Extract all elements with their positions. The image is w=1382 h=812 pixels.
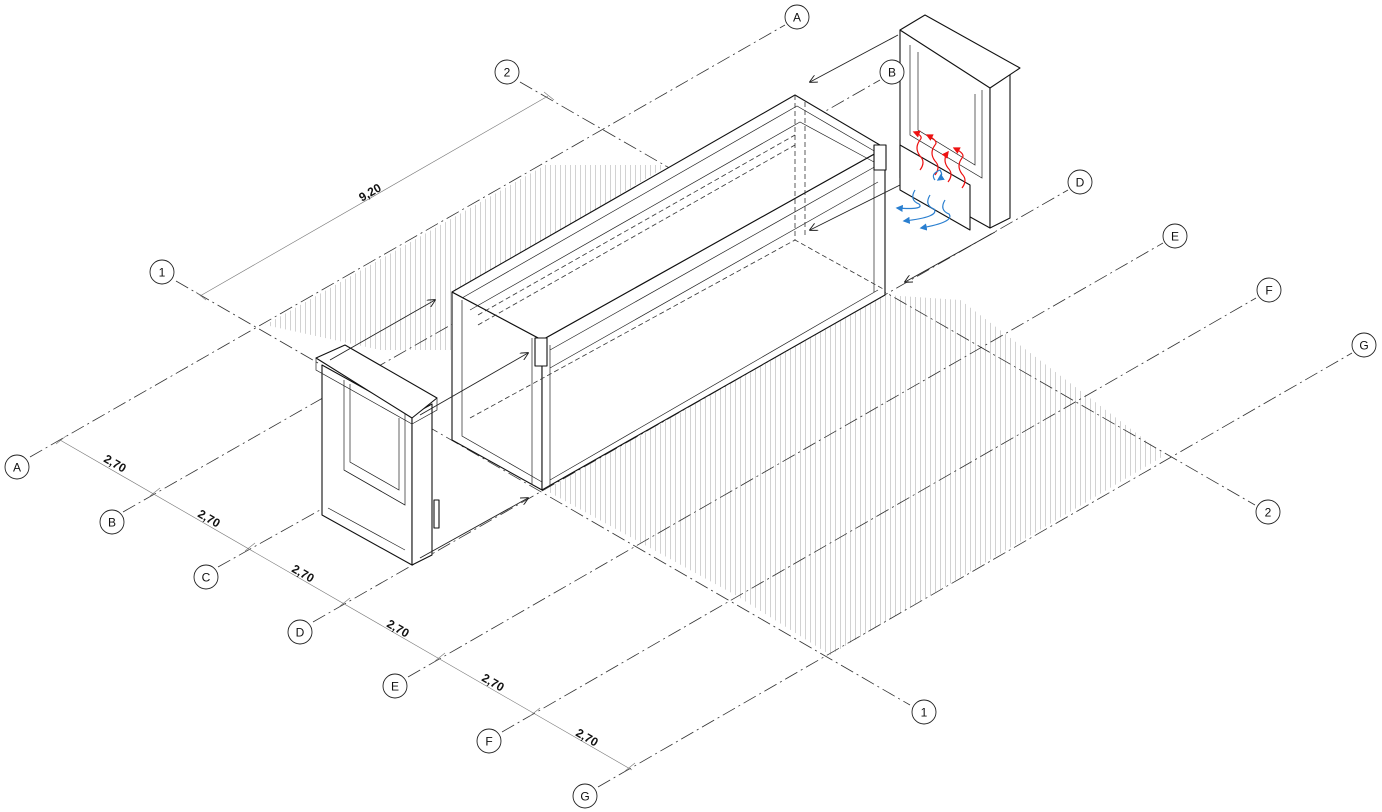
svg-text:A: A xyxy=(13,461,21,475)
grid-bubble-F-bottom: F xyxy=(476,728,502,754)
grid-axis-lines xyxy=(29,24,1353,788)
dimension-lines xyxy=(55,91,636,772)
grid-bubble-A-top: A xyxy=(784,4,810,30)
container-module xyxy=(451,94,887,491)
dim-line-bays xyxy=(59,439,633,771)
axis-line-E xyxy=(407,242,1164,678)
grid-bubble-B-bottom: B xyxy=(99,509,125,535)
grid-bubble-D-top: D xyxy=(1067,169,1093,195)
svg-text:E: E xyxy=(391,680,399,694)
right-unit-sill xyxy=(899,144,971,231)
svg-text:F: F xyxy=(1265,284,1272,298)
hatch-zone-lower xyxy=(545,295,1165,655)
left-end-unit xyxy=(315,344,440,566)
grid-bubble-B-top: B xyxy=(879,59,905,85)
dim-label-bay-2: 2,70 xyxy=(195,507,223,531)
dim-label-bay-5: 2,70 xyxy=(479,671,507,695)
grid-bubble-E-top: E xyxy=(1162,223,1188,249)
grid-bubbles: A A B B C D D E xyxy=(4,4,1377,809)
svg-text:1: 1 xyxy=(921,706,928,720)
right-end-unit xyxy=(899,14,1021,231)
dim-line-length xyxy=(199,95,549,297)
axis-line-G xyxy=(597,352,1353,788)
svg-text:G: G xyxy=(580,790,589,804)
axis-line-F xyxy=(501,297,1257,733)
svg-text:B: B xyxy=(108,516,116,530)
arrow-mid-left xyxy=(419,353,528,416)
grid-bubble-C-bottom: C xyxy=(193,564,219,590)
svg-text:2: 2 xyxy=(1265,506,1272,520)
dim-label-bay-6: 2,70 xyxy=(573,726,601,750)
svg-text:A: A xyxy=(793,11,801,25)
svg-text:B: B xyxy=(888,66,896,80)
arrow-mid-right xyxy=(810,184,901,230)
airflow-symbols xyxy=(895,130,966,231)
svg-text:C: C xyxy=(202,571,211,585)
cool-air-flow-3 xyxy=(919,199,951,231)
grid-bubble-E-bottom: E xyxy=(382,673,408,699)
dim-label-bay-4: 2,70 xyxy=(384,617,412,641)
grid-bubble-A-bottom: A xyxy=(4,454,30,480)
right-unit-front xyxy=(989,69,1011,229)
dim-label-length: 9,20 xyxy=(356,180,384,204)
svg-text:2: 2 xyxy=(504,66,511,80)
hatched-ground xyxy=(265,165,1165,655)
arrow-lower-right xyxy=(905,231,996,282)
grid-bubble-G-bottom: G xyxy=(572,783,598,809)
grid-bubble-1-top: 1 xyxy=(149,259,175,285)
cool-air-flow-4 xyxy=(932,169,945,181)
axis-line-A xyxy=(29,24,786,458)
svg-text:F: F xyxy=(485,735,492,749)
right-unit-cap xyxy=(899,14,1021,89)
warm-air-flow-1 xyxy=(912,130,924,171)
cool-air-flow-2 xyxy=(902,194,936,224)
flow-arrows xyxy=(329,34,996,559)
dim-label-bay-3: 2,70 xyxy=(289,562,317,586)
warm-air-flow-3 xyxy=(941,150,952,183)
svg-text:D: D xyxy=(296,626,305,640)
grid-bubble-F-top: F xyxy=(1256,277,1282,303)
grid-bubble-2-bottom: 2 xyxy=(1255,499,1281,525)
warm-air-flow-4 xyxy=(952,147,966,189)
svg-text:D: D xyxy=(1076,176,1085,190)
hatch-zone-upper xyxy=(265,165,668,350)
warm-air-flow-2 xyxy=(925,134,939,176)
axis-line-2 xyxy=(519,81,1256,506)
svg-text:E: E xyxy=(1171,230,1179,244)
axis-line-C xyxy=(217,509,321,568)
left-unit-front xyxy=(411,403,433,566)
grid-bubble-1-bottom: 1 xyxy=(911,699,937,725)
axis-line-1 xyxy=(175,280,911,706)
svg-text:G: G xyxy=(1359,339,1368,353)
grid-bubble-D-bottom: D xyxy=(287,619,313,645)
arrow-upper-right xyxy=(810,34,899,82)
svg-text:1: 1 xyxy=(159,266,166,280)
grid-bubble-G-top: G xyxy=(1351,332,1377,358)
arrow-upper-left xyxy=(329,300,435,361)
grid-bubble-2-top: 2 xyxy=(494,59,520,85)
cool-air-flow-1 xyxy=(895,189,921,213)
arrow-lower-left xyxy=(419,498,528,559)
